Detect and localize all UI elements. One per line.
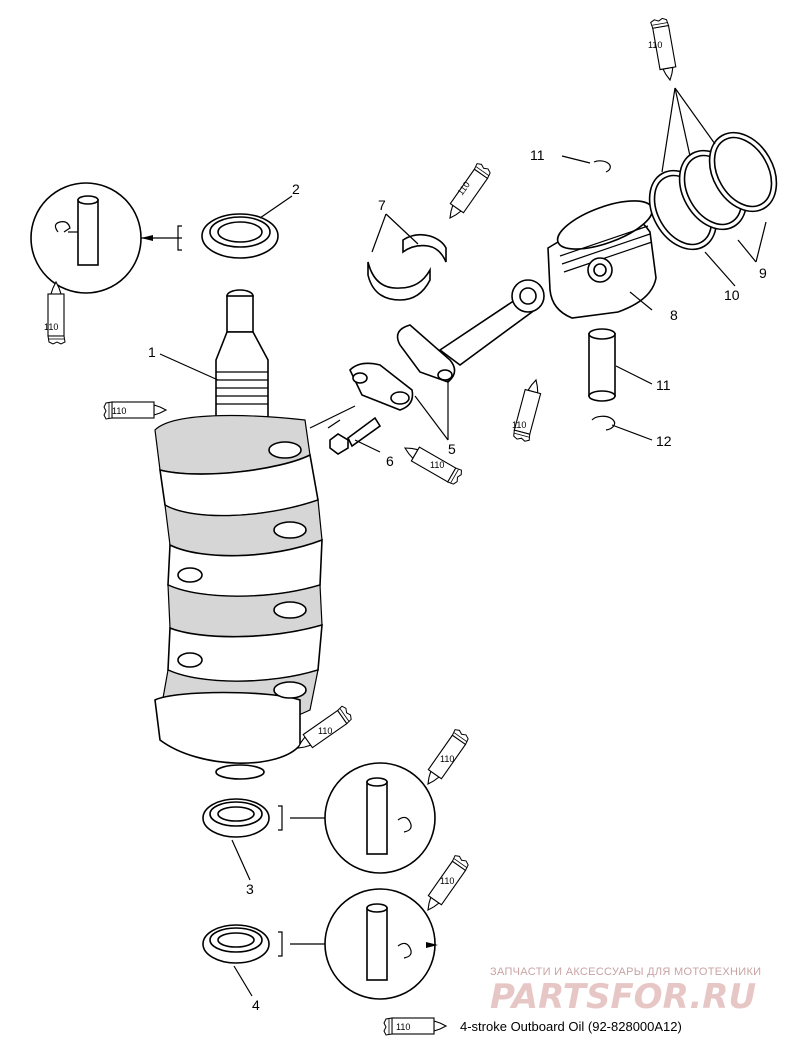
- callout-3: 3: [246, 881, 254, 897]
- callout-1: 1: [148, 344, 156, 360]
- upper-seal-detail: [30, 182, 182, 294]
- piston-pin: [588, 328, 616, 402]
- oil-code-label: 110: [440, 876, 454, 886]
- upper-seal: [201, 213, 279, 259]
- oil-tube-icon: [383, 1017, 447, 1036]
- callout-4: 4: [252, 997, 260, 1013]
- callout-5: 5: [448, 441, 456, 457]
- legend: 110 4-stroke Outboard Oil (92-828000A12): [383, 1017, 682, 1036]
- oil-code-label: 110: [512, 420, 526, 430]
- oil-code-label: 110: [440, 754, 454, 764]
- oil-code-label: 110: [318, 726, 332, 736]
- callout-9: 9: [759, 265, 767, 281]
- rod-bearing-halves: [367, 233, 447, 301]
- callout-12: 12: [656, 433, 672, 449]
- piston-rings: [648, 131, 778, 251]
- oil-code-label: 110: [44, 322, 58, 332]
- legend-text: 4-stroke Outboard Oil (92-828000A12): [460, 1019, 682, 1034]
- watermark: ЗАПЧАСТИ И АКСЕССУАРЫ ДЛЯ МОТОТЕХНИКИ PA…: [490, 966, 761, 1017]
- pin-clips: [591, 160, 616, 431]
- oil-code-label: 110: [112, 406, 126, 416]
- callout-10: 10: [724, 287, 740, 303]
- lower-seal-a-detail: [278, 762, 436, 874]
- callout-numbers: 1 2 3 4 5 6 7 8 9 10 11 11 12: [148, 147, 767, 1013]
- crankshaft: [154, 289, 323, 780]
- lower-seal-b: [202, 924, 270, 964]
- rod-bolt: [327, 416, 382, 455]
- leader-lines: [159, 87, 767, 997]
- piston: [547, 200, 657, 319]
- callout-7: 7: [378, 197, 386, 213]
- callout-8: 8: [670, 307, 678, 323]
- callout-11-pin: 11: [656, 377, 671, 393]
- connecting-rod: [349, 279, 545, 411]
- legend-oil-code: 110: [396, 1022, 410, 1032]
- watermark-logo: PARTSFOR.RU: [490, 977, 756, 1017]
- lower-seal-b-detail: [278, 888, 438, 1000]
- watermark-tagline: ЗАПЧАСТИ И АКСЕССУАРЫ ДЛЯ МОТОТЕХНИКИ: [490, 966, 761, 978]
- oil-code-label: 110: [430, 460, 444, 470]
- oil-code-label: 110: [648, 40, 662, 50]
- callout-6: 6: [386, 453, 394, 469]
- callout-2: 2: [292, 181, 300, 197]
- callout-11-clip: 11: [530, 147, 545, 163]
- oil-tube-icon: [442, 161, 493, 224]
- lower-seal-a: [202, 798, 270, 838]
- oil-tube-icon: [47, 281, 66, 345]
- oil-tube-icon: [511, 377, 546, 443]
